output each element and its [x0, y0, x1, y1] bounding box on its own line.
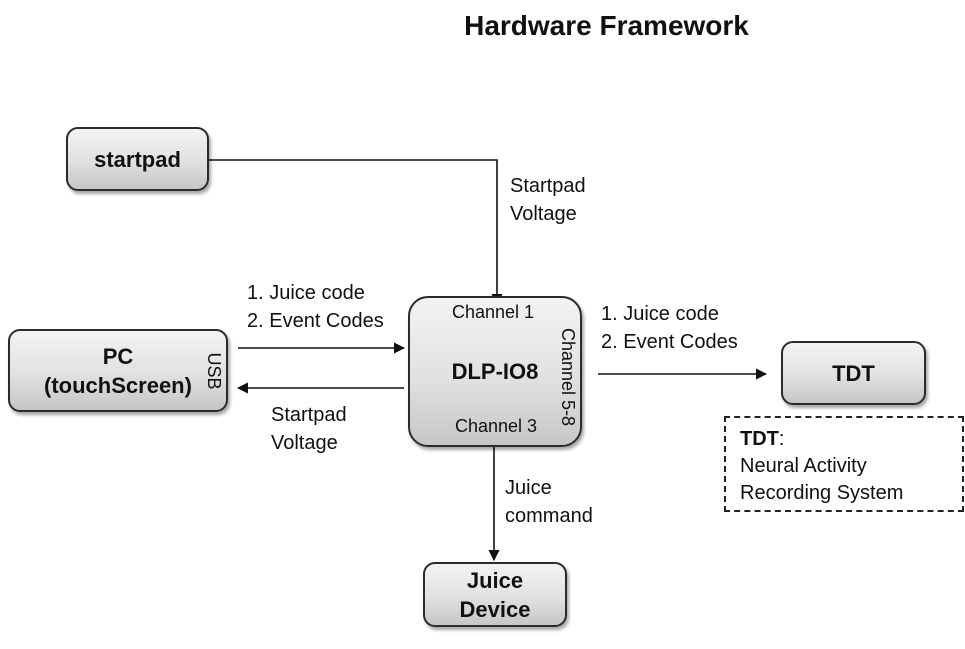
channel-5-8-port-label: Channel 5-8 [558, 327, 578, 427]
tdt-note: TDT: Neural Activity Recording System [724, 416, 964, 512]
juice-device-node-label: Juice Device [459, 567, 531, 622]
dlp-to-tdt-codes-label: 1. Juice code 2. Event Codes [601, 303, 738, 353]
pc-node-label: PC (touchScreen) [44, 343, 192, 398]
startpad-voltage-label-left: Startpad Voltage [271, 404, 347, 454]
tdt-node-label: TDT [832, 360, 875, 386]
diagram-title: Hardware Framework [464, 10, 749, 41]
tdt-node: TDT [781, 341, 926, 405]
startpad-node: startpad [66, 127, 209, 191]
startpad-node-label: startpad [94, 146, 181, 172]
startpad-to-dlp-connector [208, 159, 503, 306]
dlp-io8-node-label: DLP-IO8 [451, 359, 539, 384]
pc-node: PC (touchScreen) [8, 329, 228, 412]
tdt-note-heading: TDT: [740, 426, 948, 453]
juice-command-label: Juice command [505, 477, 593, 527]
juice-device-node: Juice Device [423, 562, 567, 627]
tdt-note-title: TDT [740, 428, 779, 450]
tdt-note-separator: : [778, 428, 785, 450]
tdt-note-description: Neural Activity Recording System [740, 455, 904, 504]
channel-3-port-label: Channel 3 [455, 416, 538, 436]
startpad-voltage-label-top: Startpad Voltage [510, 175, 586, 225]
pc-to-dlp-codes-label: 1. Juice code 2. Event Codes [247, 282, 384, 332]
dlp-io8-node: DLP-IO8 [408, 296, 582, 447]
channel-1-port-label: Channel 1 [452, 302, 535, 322]
usb-port-label: USB [204, 352, 224, 390]
